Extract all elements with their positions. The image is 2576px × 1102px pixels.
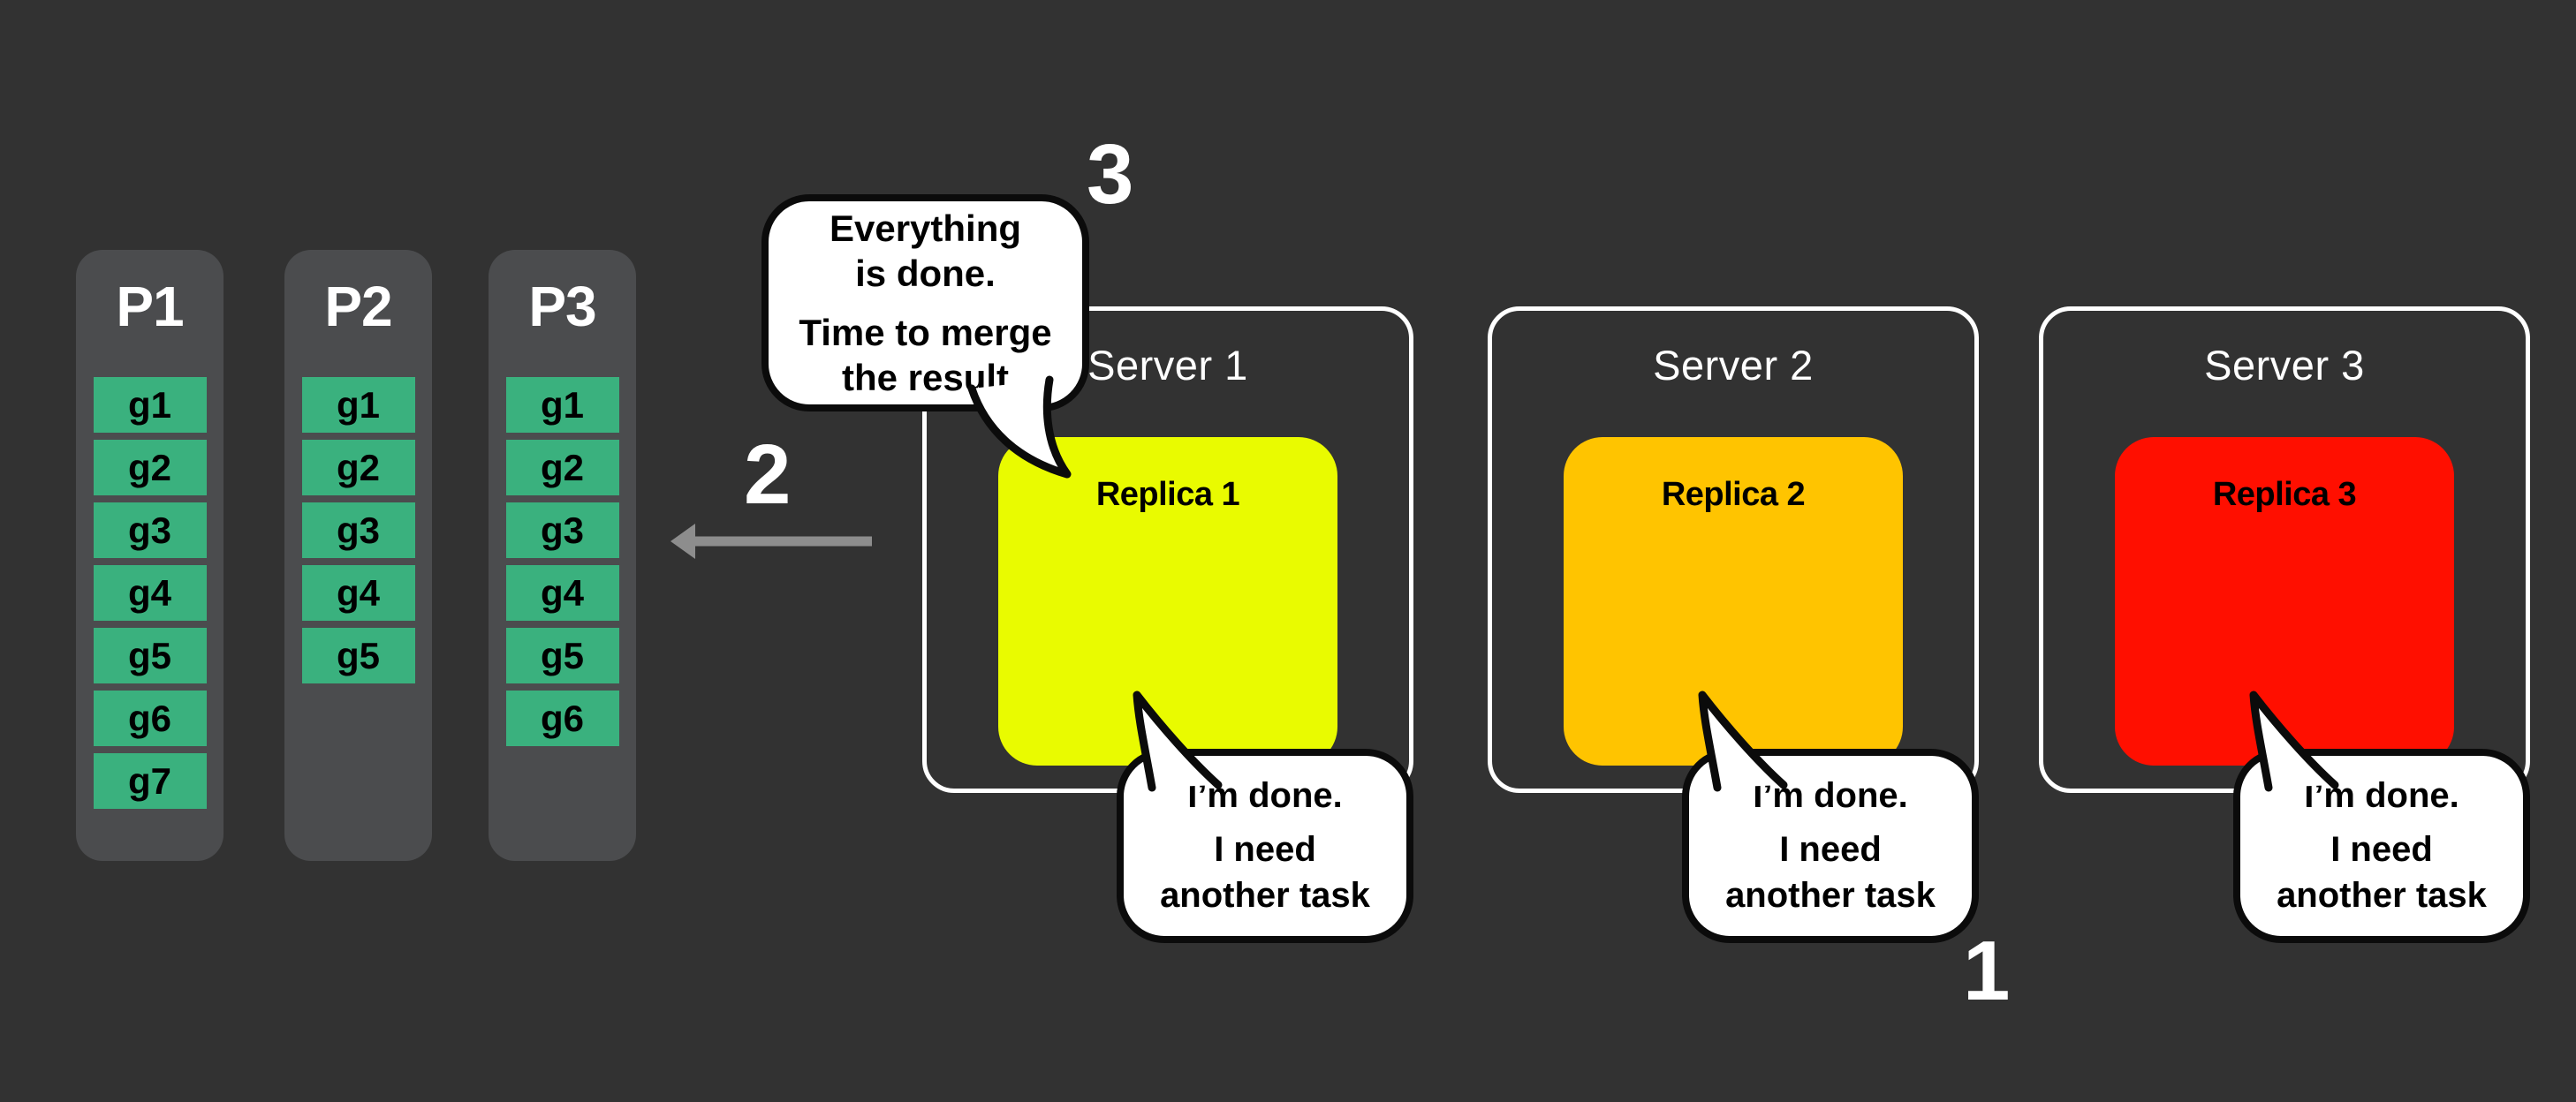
group-chip: g3 [93,502,207,558]
group-chip: g1 [93,377,207,433]
group-chip: g4 [301,565,415,621]
partition-p1: P1 g1 g2 g3 g4 g5 g6 g7 [76,250,224,861]
server-title: Server 3 [2204,342,2365,389]
group-chip: g6 [505,691,619,746]
group-chip: g2 [93,440,207,495]
bubble-line: I need [1779,830,1882,870]
group-chip-list: g1 g2 g3 g4 g5 g6 g7 [76,377,224,809]
replica-label: Replica 2 [1661,476,1806,513]
group-chip: g3 [505,502,619,558]
replica-label: Replica 3 [2212,476,2357,513]
replica-2: Replica 2 [1564,437,1903,766]
bubble-line: another task [1725,875,1936,915]
bubble-paragraph: I need another task [1725,827,1936,917]
replica-1: Replica 1 [998,437,1337,766]
bubble-line: another task [2277,875,2487,915]
group-chip: g1 [505,377,619,433]
left-arrow-icon [671,524,872,559]
bubble-paragraph: I need another task [1160,827,1370,917]
bubble-line: Everything [829,207,1022,249]
task-bubble-tail-icon [2249,691,2339,792]
partition-title: P1 [116,275,184,338]
group-chip-list: g1 g2 g3 g4 g5 g6 [489,377,636,746]
group-chip: g5 [93,628,207,683]
group-chip: g1 [301,377,415,433]
group-chip: g4 [93,565,207,621]
server-title: Server 1 [1087,342,1248,389]
bubble-line: I need [1214,830,1316,870]
bubble-line: another task [1160,875,1370,915]
bubble-line: is done. [855,252,996,294]
partition-p2: P2 g1 g2 g3 g4 g5 [284,250,432,861]
group-chip: g5 [301,628,415,683]
partition-title: P2 [324,275,392,338]
replica-3: Replica 3 [2115,437,2454,766]
task-bubble-tail-icon [1698,691,1788,792]
step-2-label: 2 [744,427,792,522]
step-1-label: 1 [1963,924,2011,1018]
group-chip: g5 [505,628,619,683]
bubble-paragraph: I need another task [2277,827,2487,917]
group-chip: g2 [301,440,415,495]
task-bubble-tail-icon [1133,691,1223,792]
group-chip: g2 [505,440,619,495]
group-chip: g4 [505,565,619,621]
group-chip-list: g1 g2 g3 g4 g5 [284,377,432,683]
partition-title: P3 [528,275,596,338]
replica-label: Replica 1 [1095,476,1240,513]
merge-bubble-tail-icon [967,375,1072,479]
step-3-label: 3 [1087,127,1134,222]
group-chip: g3 [301,502,415,558]
server-title: Server 2 [1653,342,1814,389]
bubble-line: I need [2330,830,2433,870]
partition-p3: P3 g1 g2 g3 g4 g5 g6 [489,250,636,861]
group-chip: g7 [93,753,207,809]
bubble-line: Time to merge [799,312,1052,353]
group-chip: g6 [93,691,207,746]
